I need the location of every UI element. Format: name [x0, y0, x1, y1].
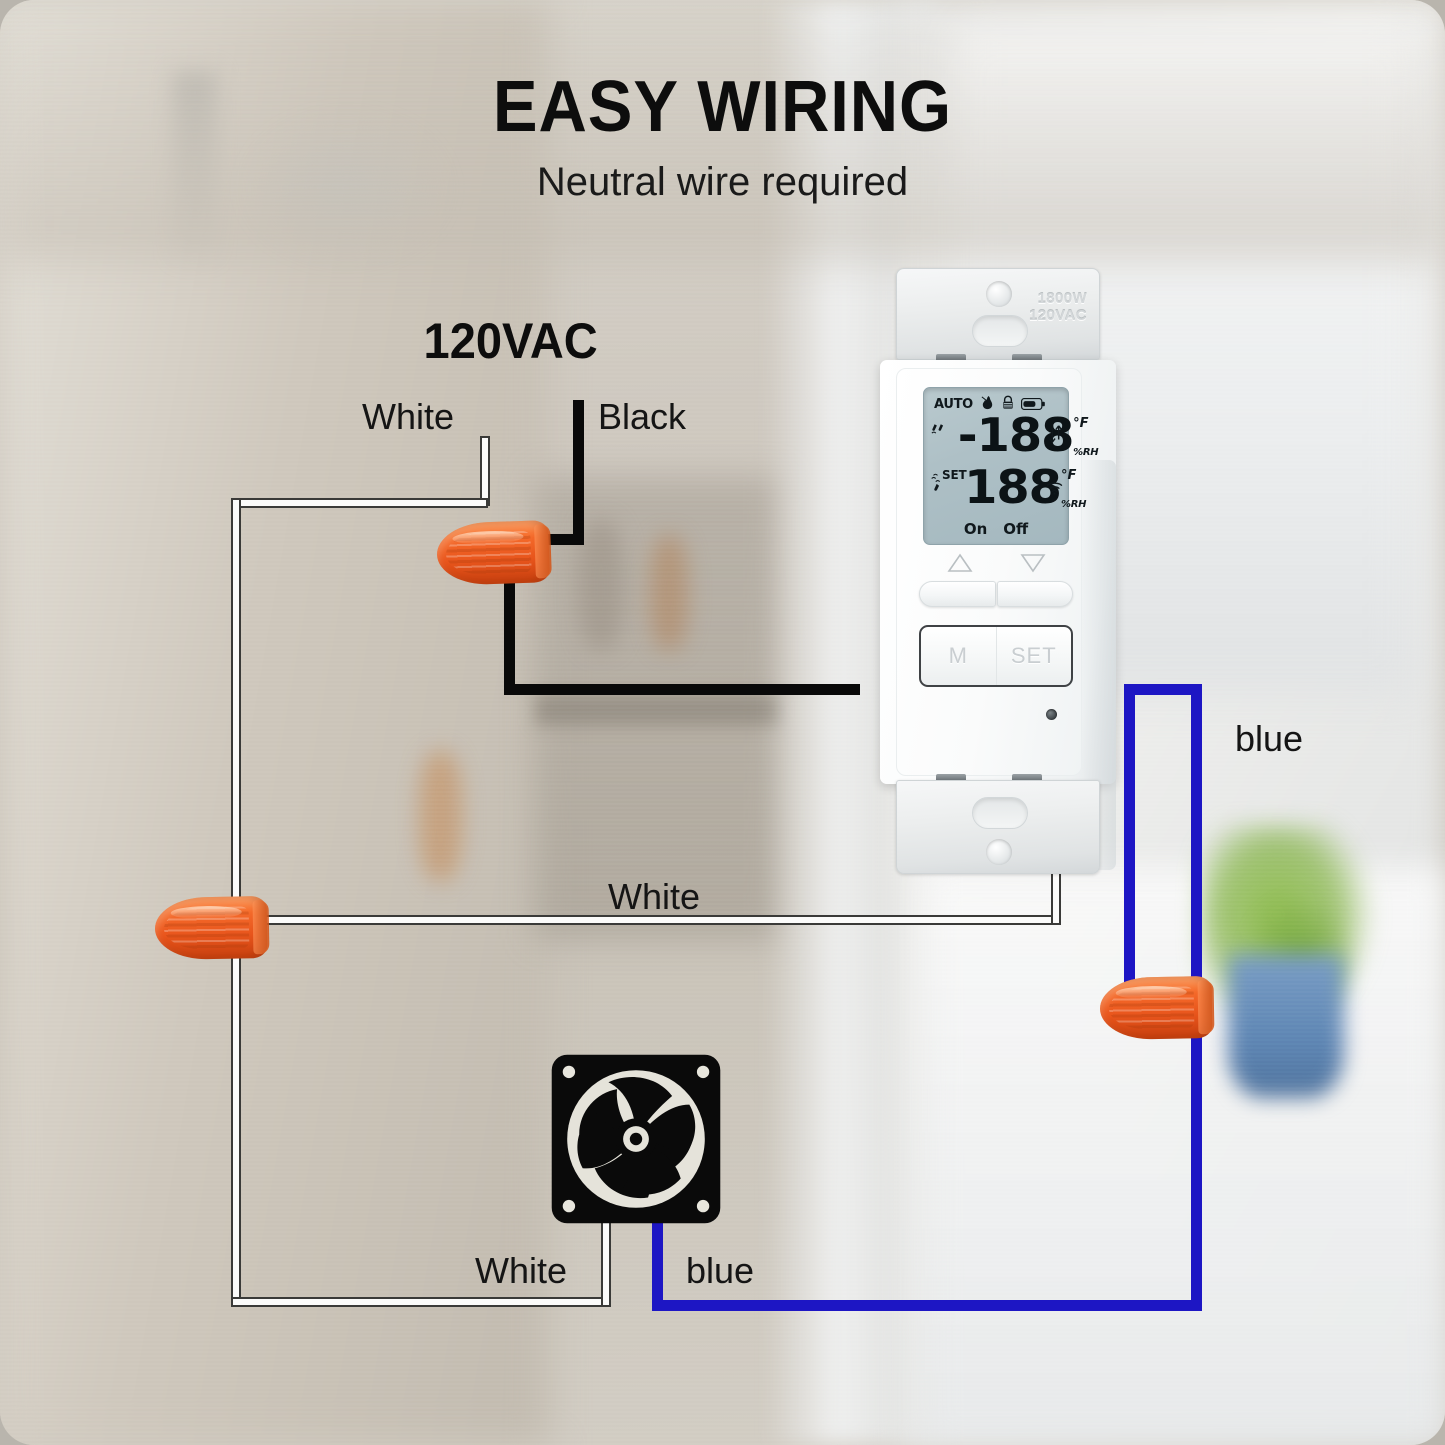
lcd-onoff-row: On Off: [924, 520, 1068, 538]
background-niche-shelf: [534, 693, 781, 726]
bracket-slot-bottom: [972, 797, 1028, 829]
lock-icon: [1002, 395, 1014, 414]
label-white-bottom: White: [475, 1250, 568, 1291]
white-wire-top-horizontal: [231, 498, 488, 508]
lcd-primary-units: °F %RH: [1073, 414, 1099, 458]
rating-voltage: 120VAC: [1029, 306, 1087, 324]
increase-button[interactable]: [919, 581, 996, 607]
wire-nut-black-supply: [435, 520, 552, 586]
bracket-screw-hole-top: [986, 281, 1012, 307]
wire-nut-collar: [252, 899, 270, 955]
black-wire-vertical-drop: [504, 566, 515, 688]
bracket-slot-top: [972, 315, 1028, 347]
blue-wire-device-load-vertical: [1124, 684, 1135, 1004]
blue-wire-bottom-horizontal: [652, 1300, 1202, 1311]
wire-nut-collar: [1197, 979, 1215, 1035]
bracket-tab-right: [1012, 354, 1042, 363]
label-white-top: White: [362, 396, 455, 437]
blue-wire-fan-riser: [652, 1180, 663, 1310]
mode-set-buttons[interactable]: M SET: [919, 625, 1073, 687]
wire-nut-blue-load: [1099, 976, 1215, 1040]
lcd-status-off: Off: [1003, 520, 1029, 538]
up-triangle-icon: [946, 553, 973, 578]
black-wire-to-device-line: [504, 684, 860, 695]
supply-voltage-label: 120VAC: [423, 313, 598, 369]
bracket-tab-right-bottom: [1012, 774, 1042, 783]
white-wire-bottom-horizontal: [231, 1297, 611, 1307]
bracket-screw-hole-bottom: [986, 839, 1012, 865]
label-white-middle: White: [608, 876, 701, 917]
wire-nut-collar: [534, 523, 552, 579]
lcd-set-unit-humidity: %RH: [1061, 499, 1087, 510]
blue-wire-right-vertical-upper: [1191, 684, 1202, 984]
smart-switch-device: 1800W 120VAC AUTO: [880, 268, 1116, 874]
lcd-set-label: SET: [942, 468, 967, 482]
rocker-arrow-row: [923, 553, 1069, 578]
battery-icon: [1020, 395, 1045, 414]
wifi-icon: [1046, 480, 1063, 499]
rocker-buttons[interactable]: [919, 581, 1073, 607]
lcd-primary-reading: -188 °F %RH: [957, 408, 1099, 462]
lcd-screen: AUTO: [923, 387, 1099, 545]
white-wire-top-stub: [480, 436, 490, 506]
rating-emboss-top: 1800W 120VAC: [1029, 290, 1087, 325]
background-bottle-1: [578, 520, 625, 651]
rain-drops-icon: [930, 422, 948, 442]
lcd-set-value: 188: [964, 460, 1062, 514]
steam-humidity-icon: [929, 472, 947, 498]
mode-button[interactable]: M: [948, 643, 968, 668]
label-blue-right: blue: [1235, 718, 1304, 759]
page-title: EASY WIRING: [492, 67, 953, 147]
exhaust-fan-icon: [550, 1053, 722, 1225]
background-plant-pot: [1228, 953, 1344, 1099]
lcd-auto-indicator: AUTO: [934, 397, 973, 412]
lcd-set-reading: 188 °F %RH: [964, 460, 1087, 514]
page-subtitle: Neutral wire required: [536, 160, 909, 204]
black-wire-into-nut: [535, 534, 584, 545]
mounting-bracket-top: 1800W 120VAC: [896, 268, 1100, 360]
device-faceplate: AUTO: [896, 368, 1099, 776]
background-floor: [0, 0, 1445, 261]
blue-wire-right-vertical-lower: [1191, 1022, 1202, 1310]
lcd-primary-unit-humidity: %RH: [1073, 447, 1099, 458]
lcd-set-units: °F %RH: [1061, 466, 1087, 510]
decrease-button[interactable]: [996, 581, 1073, 607]
lcd-primary-unit-temp: °F: [1073, 416, 1089, 431]
mounting-bracket-bottom: [896, 780, 1100, 874]
lcd-set-unit-temp: °F: [1061, 468, 1077, 483]
background-bottle-3: [419, 751, 463, 882]
status-led-icon: [1046, 709, 1057, 720]
background-shower-niche: [534, 476, 781, 940]
wire-nut-white-neutral: [154, 896, 270, 960]
lcd-primary-value: -188: [957, 408, 1075, 462]
down-triangle-icon: [1019, 553, 1046, 578]
lcd-status-row: AUTO: [934, 395, 1060, 414]
bracket-tab-left: [936, 354, 966, 363]
white-wire-left-vertical-upper: [231, 498, 241, 923]
bracket-tab-left-bottom: [936, 774, 966, 783]
black-wire-supply-stub: [573, 400, 584, 540]
up-down-arrows-icon: [1048, 424, 1063, 448]
device-body: AUTO: [880, 360, 1116, 870]
rating-wattage: 1800W: [1037, 290, 1087, 307]
lcd-status-on: On: [963, 520, 988, 538]
blue-wire-device-load-top: [1124, 684, 1202, 695]
label-blue-bottom: blue: [686, 1250, 755, 1291]
white-wire-to-fan: [601, 1218, 611, 1307]
flame-icon: [980, 395, 995, 414]
white-wire-left-vertical-lower: [231, 915, 241, 1305]
background-bottle-2: [650, 534, 688, 651]
label-black-top: Black: [598, 396, 687, 437]
set-button[interactable]: SET: [995, 627, 1072, 685]
